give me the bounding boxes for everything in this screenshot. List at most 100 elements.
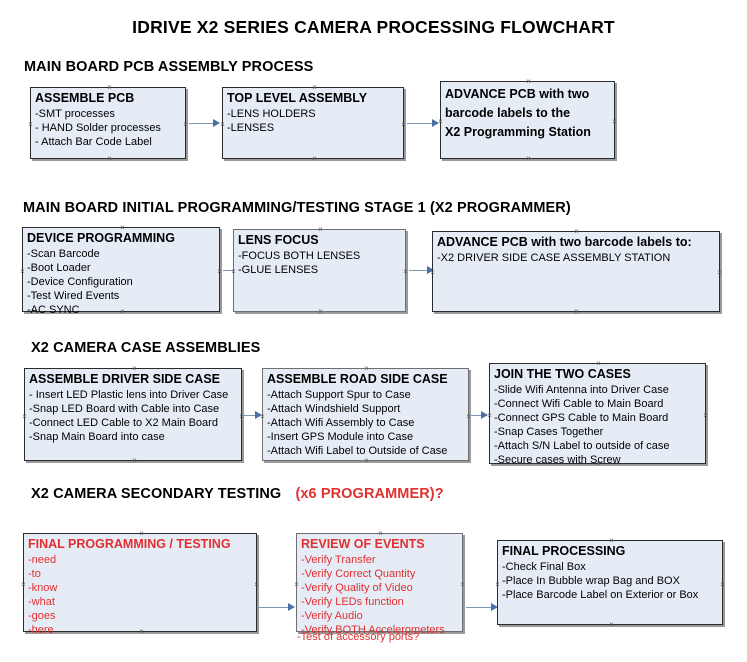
- connector-handle-left[interactable]: [230, 268, 237, 275]
- node-item: -Attach Windshield Support: [267, 403, 401, 415]
- connector-handle-bottom[interactable]: [317, 308, 324, 315]
- connector-handle-bottom[interactable]: [311, 155, 318, 162]
- node-item: - Insert LED Plastic lens into Driver Ca…: [29, 389, 229, 401]
- node-header: FINAL PROCESSING: [502, 544, 626, 558]
- connector-handle-top[interactable]: [377, 530, 384, 537]
- node-assemble-driver-side-case[interactable]: ASSEMBLE DRIVER SIDE CASE - Insert LED P…: [24, 368, 242, 461]
- node-header: TOP LEVEL ASSEMBLY: [227, 91, 368, 105]
- connector-handle-right[interactable]: [702, 412, 709, 419]
- connector-handle-left[interactable]: [21, 413, 28, 420]
- node-item: -Verify Audio: [301, 610, 363, 622]
- connector-line: [244, 415, 260, 417]
- connector-line: [409, 270, 431, 272]
- node-join-the-two-cases[interactable]: JOIN THE TWO CASES -Slide Wifi Antenna i…: [486, 360, 709, 467]
- connector-handle-right[interactable]: [402, 268, 409, 275]
- node-item-overflow: -Test of accessory ports?: [297, 631, 420, 643]
- connector-handle-left[interactable]: [20, 581, 27, 588]
- connector-handle-top[interactable]: [131, 365, 138, 372]
- node-review-of-events[interactable]: REVIEW OF EVENTS -Verify Transfer -Verif…: [293, 530, 466, 636]
- section-title-red-note: (x6 PROGRAMMER)?: [295, 486, 444, 502]
- connector-handle-right[interactable]: [182, 121, 189, 128]
- connector-handle-bottom[interactable]: [138, 628, 145, 635]
- connector-handle-bottom[interactable]: [608, 621, 615, 628]
- connector-handle-bottom[interactable]: [363, 457, 370, 464]
- node-advance-pcb-driver-side[interactable]: ADVANCE PCB with two barcode labels to: …: [432, 231, 720, 312]
- connector-handle-left[interactable]: [429, 269, 436, 276]
- connector-handle-left[interactable]: [19, 268, 26, 275]
- connector-handle-top[interactable]: [106, 84, 113, 91]
- node-item: -Connect GPS Cable to Main Board: [494, 412, 669, 424]
- connector-handle-top[interactable]: [119, 224, 126, 231]
- node-advance-pcb-station[interactable]: ADVANCE PCB with two barcode labels to t…: [440, 81, 615, 159]
- connector-handle-right[interactable]: [216, 268, 223, 275]
- connector-handle-left[interactable]: [494, 581, 501, 588]
- node-item: - HAND Solder processes: [35, 122, 161, 134]
- connector-arrow: [213, 119, 220, 127]
- connector-handle-right[interactable]: [611, 118, 618, 125]
- connector-handle-left[interactable]: [486, 412, 493, 419]
- node-item: -Device Configuration: [27, 276, 133, 288]
- connector-handle-top[interactable]: [363, 365, 370, 372]
- node-item: -what: [28, 596, 55, 608]
- node-item: - Attach Bar Code Label: [35, 136, 152, 148]
- node-assemble-road-side-case[interactable]: ASSEMBLE ROAD SIDE CASE -Attach Support …: [262, 368, 469, 461]
- node-item: -Slide Wifi Antenna into Driver Case: [494, 384, 669, 396]
- node-top-level-assembly[interactable]: TOP LEVEL ASSEMBLY -LENS HOLDERS -LENSES: [222, 87, 404, 159]
- node-final-programming-testing[interactable]: FINAL PROGRAMMING / TESTING -need -to -k…: [20, 530, 260, 636]
- connector-handle-top[interactable]: [311, 84, 318, 91]
- node-item: -Verify Correct Quantity: [301, 568, 416, 580]
- node-header: ASSEMBLE DRIVER SIDE CASE: [29, 372, 221, 386]
- connector-handle-top[interactable]: [595, 360, 602, 367]
- node-header: ADVANCE PCB with two barcode labels to:: [437, 235, 692, 249]
- node-item: -Verify BOTH Accelerometers: [301, 624, 445, 636]
- connector-handle-left[interactable]: [437, 118, 444, 125]
- connector-handle-left[interactable]: [219, 121, 226, 128]
- connector-handle-right[interactable]: [400, 121, 407, 128]
- connector-handle-top[interactable]: [573, 228, 580, 235]
- node-line: X2 Programming Station: [445, 125, 591, 139]
- connector-handle-right[interactable]: [719, 581, 726, 588]
- connector-handle-right[interactable]: [459, 581, 466, 588]
- node-item: -Verify Transfer: [301, 554, 376, 566]
- node-item: -X2 DRIVER SIDE CASE ASSEMBLY STATION: [437, 252, 671, 264]
- node-item: -FOCUS BOTH LENSES: [238, 250, 361, 262]
- node-item: -Attach Wifi Assembly to Case: [267, 417, 415, 429]
- connector-handle-right[interactable]: [253, 581, 260, 588]
- node-item: -to: [28, 568, 41, 580]
- connector-handle-left[interactable]: [259, 413, 266, 420]
- section-title-text: X2 CAMERA SECONDARY TESTING: [31, 486, 282, 502]
- connector-handle-top[interactable]: [608, 537, 615, 544]
- connector-arrow: [432, 119, 439, 127]
- connector-line: [259, 607, 291, 609]
- connector-arrow: [491, 603, 498, 611]
- connector-handle-bottom[interactable]: [131, 457, 138, 464]
- node-header: ASSEMBLE PCB: [35, 91, 135, 105]
- node-item: -GLUE LENSES: [238, 264, 319, 276]
- connector-arrow: [288, 603, 295, 611]
- connector-handle-bottom[interactable]: [525, 155, 532, 162]
- connector-handle-bottom[interactable]: [573, 308, 580, 315]
- node-lens-focus[interactable]: LENS FOCUS -FOCUS BOTH LENSES -GLUE LENS…: [233, 229, 406, 312]
- node-item: -need: [28, 554, 57, 566]
- node-item: -Attach Support Spur to Case: [267, 389, 411, 401]
- connector-handle-top[interactable]: [317, 226, 324, 233]
- connector-line: [466, 607, 494, 609]
- node-item: -Connect Wifi Cable to Main Board: [494, 398, 664, 410]
- connector-handle-left[interactable]: [27, 121, 34, 128]
- connector-handle-top[interactable]: [138, 530, 145, 537]
- node-assemble-pcb[interactable]: ASSEMBLE PCB -SMT processes - HAND Solde…: [30, 87, 186, 159]
- connector-handle-bottom[interactable]: [119, 308, 126, 315]
- node-item: -Verify LEDs function: [301, 596, 404, 608]
- node-item: -SMT processes: [35, 108, 115, 120]
- connector-handle-bottom[interactable]: [106, 155, 113, 162]
- connector-handle-bottom[interactable]: [595, 460, 602, 467]
- node-final-processing[interactable]: FINAL PROCESSING -Check Final Box -Place…: [497, 540, 723, 625]
- node-item: -Attach S/N Label to outside of case: [494, 440, 670, 452]
- connector-handle-top[interactable]: [525, 78, 532, 85]
- connector-handle-left[interactable]: [293, 581, 300, 588]
- node-item: -Scan Barcode: [27, 248, 100, 260]
- connector-handle-right[interactable]: [716, 269, 723, 276]
- node-device-programming[interactable]: DEVICE PROGRAMMING -Scan Barcode -Boot L…: [19, 224, 223, 316]
- node-header: ASSEMBLE ROAD SIDE CASE: [267, 372, 448, 386]
